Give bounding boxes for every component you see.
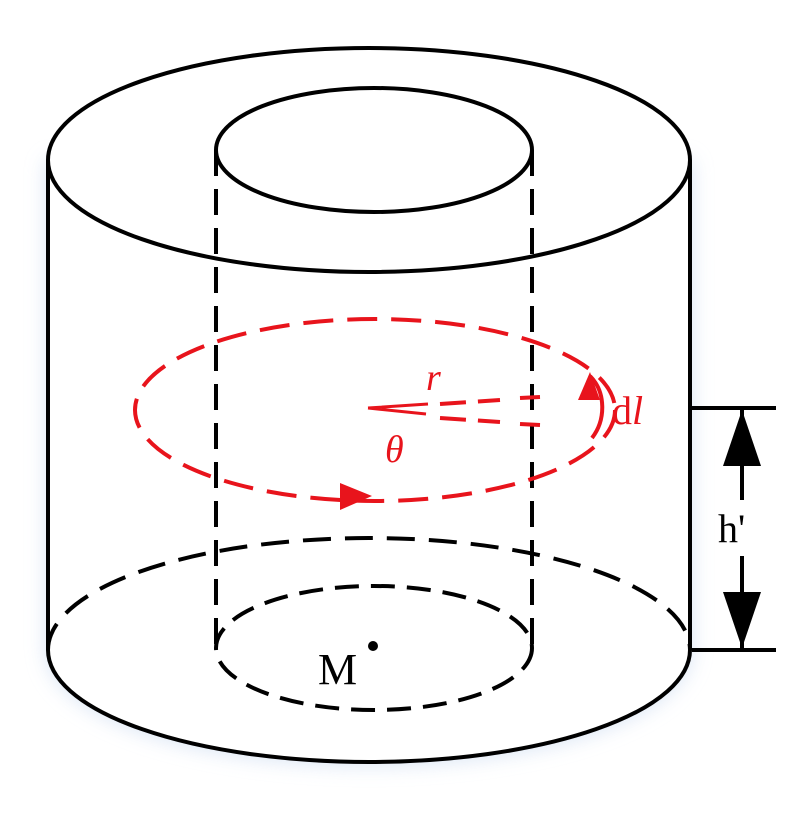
point-m-label: M xyxy=(318,645,357,694)
inner-bottom-hidden xyxy=(214,584,534,712)
outer-bottom-back-hidden xyxy=(46,536,692,651)
cylinder-body xyxy=(48,160,690,762)
outer-bottom-front xyxy=(46,649,692,764)
radius-construction xyxy=(367,395,541,427)
angle-label: θ xyxy=(385,429,404,471)
dl-element-arrow xyxy=(578,372,605,440)
inner-top-rim xyxy=(214,86,534,214)
point-m-dot xyxy=(368,641,378,651)
integration-loop xyxy=(133,317,617,503)
dl-label: dl xyxy=(612,388,643,433)
height-dimension xyxy=(692,406,776,652)
loop-direction-arrow xyxy=(340,483,372,510)
radius-label: r xyxy=(426,357,441,399)
height-label: h' xyxy=(718,506,745,551)
